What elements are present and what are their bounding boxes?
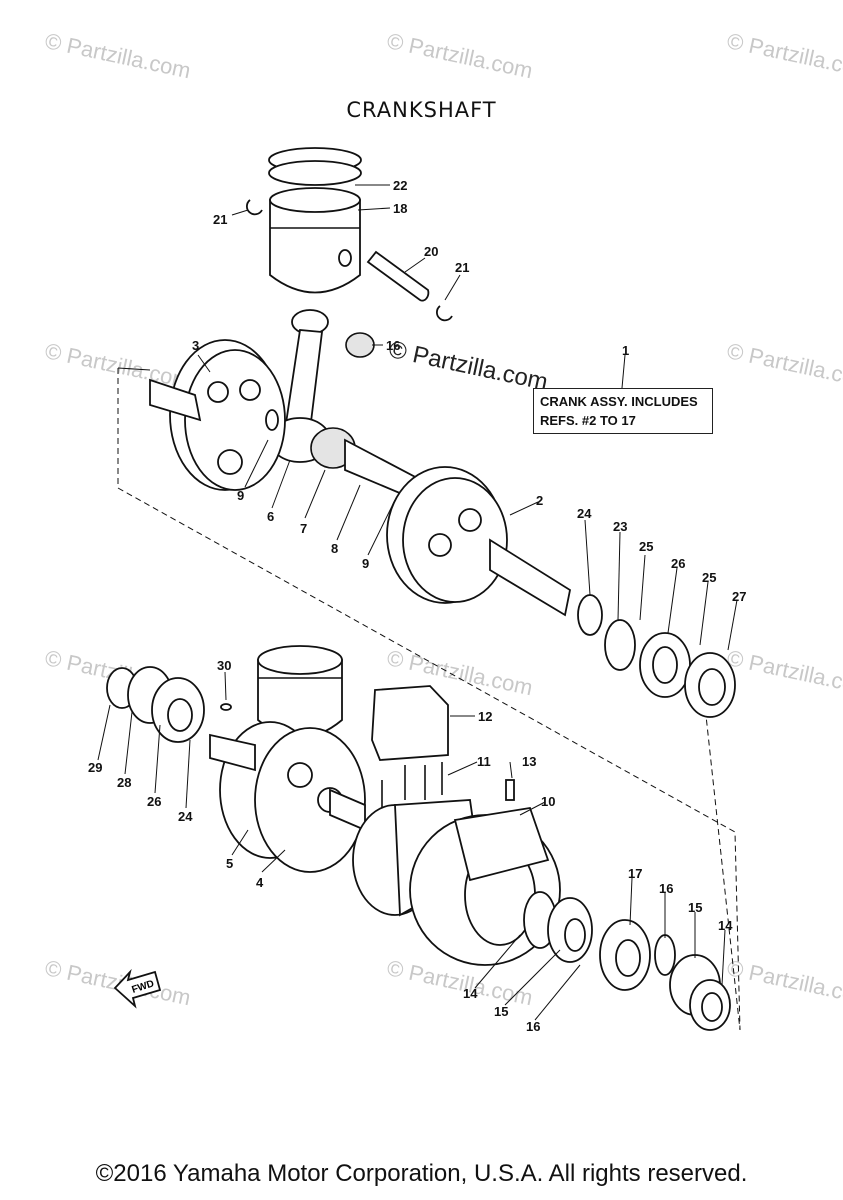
bearing-bore [167,698,193,732]
callout-10: 10 [541,794,555,809]
crank-assembly-note: CRANK ASSY. INCLUDES REFS. #2 TO 17 [533,388,713,434]
callout-4: 4 [256,875,264,890]
note-line-2: REFS. #2 TO 17 [540,413,636,428]
lower-crank-assembly [106,645,731,1031]
woodruff-key [220,703,232,711]
crank-web-right-face [402,477,508,603]
piston-pin-hole [338,249,352,267]
bearing-race [604,619,636,671]
piston-top [269,187,361,213]
callout-30: 30 [217,658,231,673]
piston-lower-top [257,645,343,675]
callout-16: 16 [659,881,673,896]
callout-25: 25 [702,570,716,585]
web-hole [458,508,482,532]
callout-24: 24 [577,506,592,521]
callout-18: 18 [393,201,407,216]
diagram-title: CRANKSHAFT [346,98,497,122]
web-hole [239,379,261,401]
bearing-bore [615,939,641,977]
circlip-ring [654,934,676,976]
callout-29: 29 [88,760,102,775]
callout-16: 16 [526,1019,540,1034]
callout-14: 14 [463,986,478,1001]
callout-1: 1 [622,343,629,358]
callout-22: 22 [393,178,407,193]
callout-3: 3 [192,338,199,353]
fwd-arrow-icon: FWD [113,968,162,1009]
note-line-1: CRANK ASSY. INCLUDES [540,394,698,409]
callout-8: 8 [331,541,338,556]
needle-bearing [345,332,375,358]
callout-26: 26 [671,556,685,571]
connecting-rod-assembly [149,309,736,718]
web-hole [428,533,452,557]
callout-7: 7 [300,521,307,536]
callout-21: 21 [213,212,227,227]
assembly-outline [699,659,741,1031]
callout-16: 16 [386,338,400,353]
crankcase-block [371,685,449,761]
crankcase-top [453,806,550,882]
oil-seal-bore [698,668,726,706]
callout-9: 9 [237,488,244,503]
crankshaft-spline-left [149,378,202,422]
piston-assembly [246,147,453,322]
thrust-washer [265,409,279,431]
callout-15: 15 [688,900,702,915]
piston-ring [268,160,362,186]
dowel-pin [505,779,515,801]
callout-leaders [97,184,738,1021]
callout-labels: 1 22 18 21 20 21 16 3 9 6 7 8 9 2 24 23 … [88,178,746,1034]
crankshaft-end [209,733,256,772]
callout-27: 27 [732,589,746,604]
callout-9: 9 [362,556,369,571]
oil-seal-bore [701,992,723,1022]
web-hole [207,381,229,403]
circlip [436,305,453,322]
crankshaft-spline-right [489,538,572,617]
callout-6: 6 [267,509,274,524]
callout-15: 15 [494,1004,508,1019]
assembly-outline [117,367,151,371]
callout-28: 28 [117,775,131,790]
assembly-outline [117,368,741,1031]
callout-2: 2 [536,493,543,508]
web-hole [217,449,243,475]
spacer-ring [577,594,603,636]
piston-body [269,199,361,294]
web-hole [287,762,313,788]
callout-26: 26 [147,794,161,809]
callout-11: 11 [477,754,491,769]
callout-25: 25 [639,539,653,554]
piston-pin [366,250,430,302]
callout-12: 12 [478,709,492,724]
callout-14: 14 [718,918,733,933]
callout-23: 23 [613,519,627,534]
crank-web-lower-right [254,727,366,873]
copyright-footer: ©2016 Yamaha Motor Corporation, U.S.A. A… [95,1160,748,1187]
callout-13: 13 [522,754,536,769]
callout-21: 21 [455,260,469,275]
callout-17: 17 [628,866,642,881]
callout-5: 5 [226,856,233,871]
connecting-rod [283,329,324,431]
callout-20: 20 [424,244,438,259]
bearing-bore [652,646,678,684]
callout-24: 24 [178,809,193,824]
bearing-bore [564,918,586,952]
circlip [246,199,263,216]
